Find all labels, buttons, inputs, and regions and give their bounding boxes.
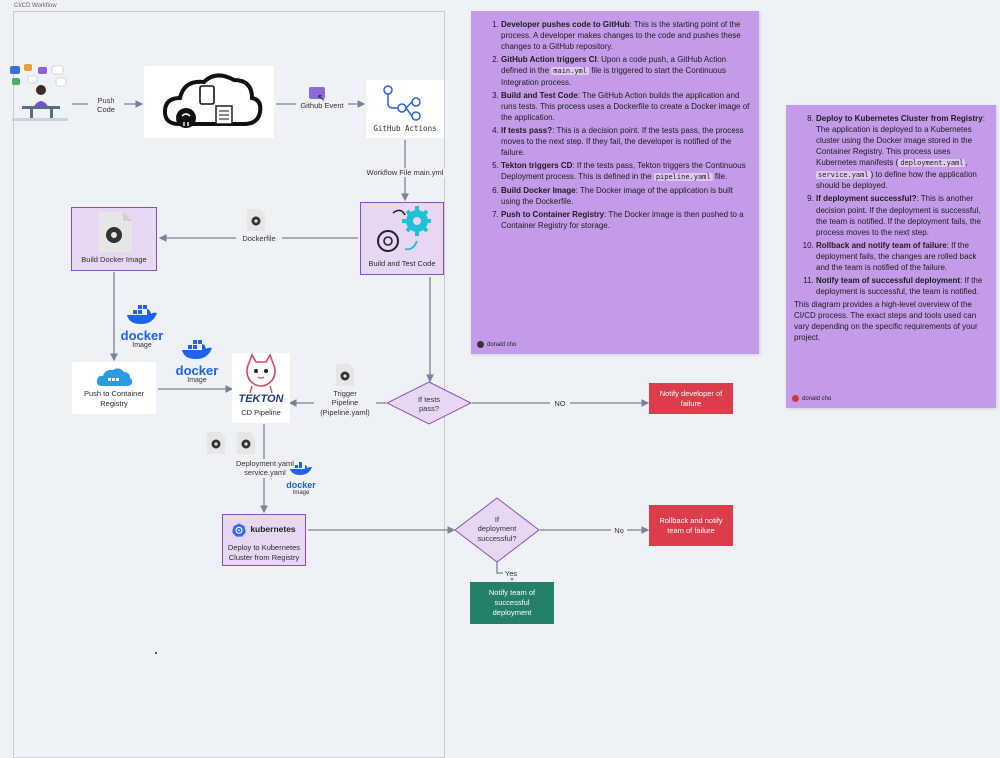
note2-list: Deploy to Kubernetes Cluster from Regist… bbox=[794, 113, 990, 297]
note1-item: Developer pushes code to GitHub: This is… bbox=[501, 19, 751, 52]
no-label-1: NO bbox=[550, 399, 570, 409]
tekton-cat-icon bbox=[246, 353, 276, 394]
deployment-decision-label: If deployment successful? bbox=[477, 515, 517, 543]
build-test-label: Build and Test Code bbox=[368, 259, 436, 269]
workflow-file-label: Workflow File main.yml bbox=[360, 168, 450, 178]
note2-summary: This diagram provides a high-level overv… bbox=[794, 299, 978, 342]
note1-item: GitHub Action triggers CI: Upon a code p… bbox=[501, 54, 751, 88]
note2-author: donald cho bbox=[792, 395, 831, 403]
pipeline-file-icon bbox=[336, 364, 354, 386]
github-actions-icon bbox=[383, 85, 421, 121]
build-test-box[interactable]: Build and Test Code bbox=[360, 202, 444, 275]
dockerfile-file-icon bbox=[247, 209, 265, 231]
push-registry-label: Push to Container Registry bbox=[83, 389, 145, 408]
docker-image-file-icon bbox=[98, 212, 132, 252]
avatar bbox=[477, 341, 484, 349]
note2-item: Deploy to Kubernetes Cluster from Regist… bbox=[816, 113, 990, 191]
yes-label: Yes bbox=[503, 569, 519, 579]
notify-success-box[interactable]: Notify team of successful deployment bbox=[470, 582, 554, 624]
note2-item: If deployment successful?: This is anoth… bbox=[816, 193, 990, 237]
kubernetes-text: kubernetes bbox=[250, 524, 296, 535]
sticky-note-1[interactable]: Developer pushes code to GitHub: This is… bbox=[471, 11, 759, 354]
docker-text-1: docker bbox=[120, 328, 164, 343]
avatar bbox=[792, 395, 799, 403]
gears-icon bbox=[377, 206, 431, 252]
build-docker-image-label: Build Docker Image bbox=[81, 255, 147, 265]
deploy-k8s-box[interactable]: kubernetes Deploy to Kubernetes Cluster … bbox=[222, 514, 306, 566]
cursor-icon: ↖ bbox=[317, 93, 326, 104]
cloud-github-icon bbox=[162, 73, 263, 128]
docker-text-2: docker bbox=[175, 363, 219, 378]
deployment-decision-diamond[interactable] bbox=[454, 497, 540, 563]
docker-logo-1: docker Image bbox=[116, 305, 168, 349]
note1-item: Push to Container Registry: The Docker i… bbox=[501, 209, 751, 231]
deployment-yaml-label: Deployment.yaml service.yaml bbox=[230, 459, 300, 478]
tests-decision-diamond[interactable] bbox=[386, 381, 472, 425]
docker-logo-2: docker Image bbox=[171, 340, 223, 384]
kubernetes-logo: kubernetes bbox=[232, 523, 296, 537]
rollback-box[interactable]: Rollback and notify team of failure bbox=[649, 505, 733, 546]
docker-whale-icon bbox=[290, 462, 312, 475]
push-code-label: Push Code bbox=[88, 96, 124, 115]
note2-item: Rollback and notify team of failure: If … bbox=[816, 240, 990, 273]
image-text-3: Image bbox=[292, 490, 310, 496]
docker-whale-icon bbox=[127, 305, 157, 324]
frame-title: CI/CD Workflow bbox=[14, 3, 57, 9]
tekton-card[interactable]: TEKTON CD Pipeline bbox=[232, 353, 290, 423]
build-docker-image-box[interactable]: Build Docker Image bbox=[71, 207, 157, 271]
notify-dev-box[interactable]: Notify developer of failure bbox=[649, 383, 733, 414]
tekton-text: TEKTON bbox=[238, 393, 284, 405]
developer-illustration bbox=[10, 64, 68, 121]
no-label-2: No bbox=[611, 526, 627, 536]
kubernetes-icon bbox=[232, 523, 247, 537]
cd-pipeline-label: CD Pipeline bbox=[241, 408, 281, 417]
docker-logo-3: docker Image bbox=[285, 462, 317, 496]
note1-item: Build Docker Image: The Docker image of … bbox=[501, 185, 751, 207]
note1-list: Developer pushes code to GitHub: This is… bbox=[479, 19, 751, 231]
service-file-icon bbox=[237, 432, 255, 454]
github-cloud-card[interactable] bbox=[144, 66, 274, 138]
deploy-k8s-label: Deploy to Kubernetes Cluster from Regist… bbox=[227, 543, 301, 562]
stray-dot bbox=[155, 652, 157, 654]
github-event-icon bbox=[309, 87, 325, 99]
github-event-label: Github Event bbox=[296, 101, 348, 111]
dockerfile-label: Dockerfile bbox=[236, 234, 282, 244]
github-actions-card[interactable]: GitHub Actions bbox=[366, 80, 444, 138]
docker-whale-icon bbox=[182, 340, 212, 359]
note2-item: Notify team of successful deployment: If… bbox=[816, 275, 990, 297]
trigger-pipeline-label: Trigger Pipeline (Pipeline.yaml) bbox=[314, 389, 376, 418]
tests-decision-label: If tests pass? bbox=[417, 395, 441, 414]
image-text-2: Image bbox=[187, 377, 207, 384]
push-registry-card[interactable]: Push to Container Registry bbox=[72, 362, 156, 414]
note1-author: donald cho bbox=[477, 341, 516, 349]
note1-item: Build and Test Code: The GitHub Action b… bbox=[501, 90, 751, 123]
note1-item: Tekton triggers CD: If the tests pass, T… bbox=[501, 160, 751, 183]
docker-text-3: docker bbox=[286, 480, 316, 490]
cloud-docker-icon bbox=[96, 368, 133, 386]
image-text-1: Image bbox=[132, 342, 152, 349]
github-actions-label: GitHub Actions bbox=[373, 124, 437, 133]
sticky-note-2[interactable]: Deploy to Kubernetes Cluster from Regist… bbox=[786, 105, 996, 408]
deployment-file-icon bbox=[207, 432, 225, 454]
note1-item: If tests pass?: This is a decision point… bbox=[501, 125, 751, 158]
